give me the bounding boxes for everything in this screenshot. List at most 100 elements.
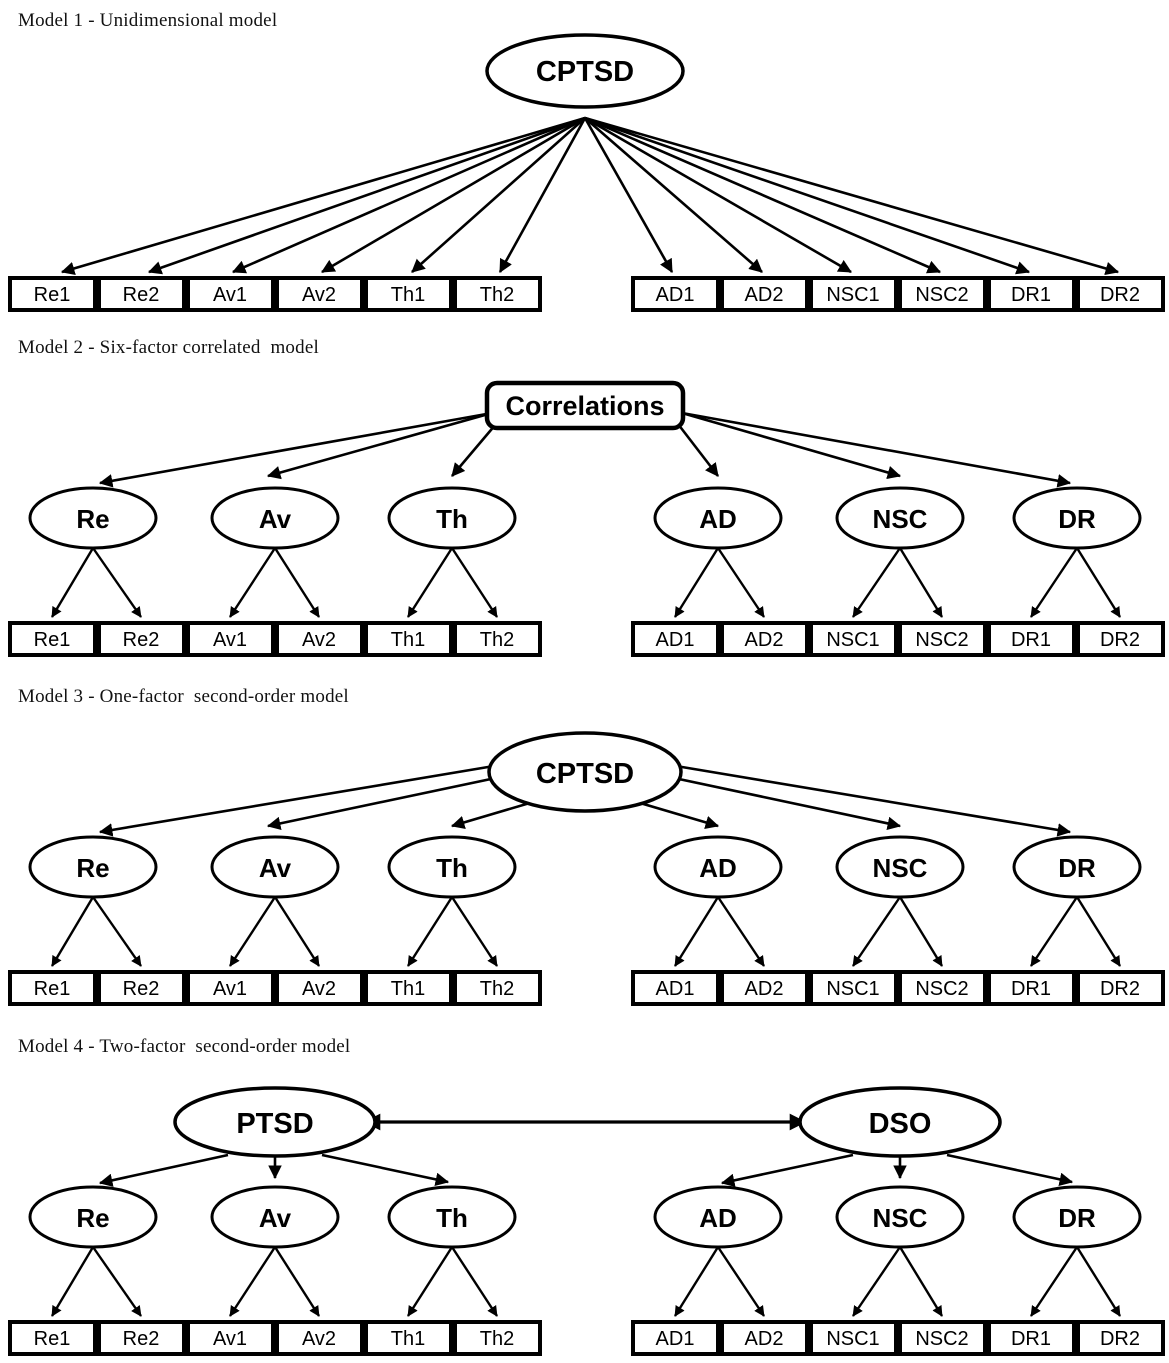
indicator-box[interactable]: AD1	[631, 1320, 720, 1356]
factor-node[interactable]: Re	[28, 1185, 158, 1249]
model-1-title: Model 1 - Unidimensional model	[18, 10, 278, 31]
indicator-box[interactable]: Th1	[364, 1320, 453, 1356]
indicator-label: Th1	[391, 978, 425, 1000]
indicator-box[interactable]: DR2	[1076, 1320, 1165, 1356]
indicator-box[interactable]: AD1	[631, 621, 720, 657]
indicator-box[interactable]: DR1	[987, 276, 1076, 312]
indicator-box[interactable]: Th2	[453, 1320, 542, 1356]
indicator-label: AD2	[745, 629, 784, 651]
factor-node[interactable]: Av	[210, 835, 340, 899]
model-4-node-dso[interactable]: DSO	[798, 1086, 1002, 1158]
indicator-box[interactable]: Re2	[97, 1320, 186, 1356]
indicator-box[interactable]: Re2	[97, 970, 186, 1006]
indicator-box[interactable]: Re2	[97, 621, 186, 657]
factor-node[interactable]: AD	[653, 835, 783, 899]
indicator-label: Th2	[480, 978, 514, 1000]
factor-node[interactable]: DR	[1012, 486, 1142, 550]
indicator-box[interactable]: NSC2	[898, 621, 987, 657]
factor-label: Re	[76, 1203, 109, 1233]
model-3-node-cptsd[interactable]: CPTSD	[487, 731, 683, 813]
model-4-title: Model 4 - Two-factor second-order model	[18, 1036, 351, 1057]
indicator-box[interactable]: Av1	[186, 1320, 275, 1356]
indicator-box[interactable]: Th2	[453, 276, 542, 312]
indicator-label: DR2	[1100, 284, 1140, 306]
indicator-box[interactable]: Av1	[186, 276, 275, 312]
indicator-label: NSC2	[915, 1328, 968, 1350]
model-4-top-label-ptsd: PTSD	[236, 1108, 313, 1140]
factor-node[interactable]: Th	[387, 1185, 517, 1249]
indicator-label: DR1	[1011, 1328, 1051, 1350]
indicator-box[interactable]: Th1	[364, 276, 453, 312]
model-2-node-correlations[interactable]: Correlations	[484, 380, 686, 431]
indicator-box[interactable]: Av2	[275, 970, 364, 1006]
factor-node[interactable]: DR	[1012, 835, 1142, 899]
indicator-label: AD1	[656, 978, 695, 1000]
indicator-box[interactable]: Av2	[275, 1320, 364, 1356]
factor-node[interactable]: NSC	[835, 835, 965, 899]
factor-label: Re	[76, 504, 109, 534]
indicator-label: Re2	[123, 284, 160, 306]
model-3-indicators: Re1 Re2 Av1 Av2 Th1 Th2 AD1 AD2	[8, 970, 1165, 1006]
indicator-box[interactable]: AD1	[631, 970, 720, 1006]
indicator-box[interactable]: Re1	[8, 621, 97, 657]
indicator-label: NSC2	[915, 629, 968, 651]
indicator-box[interactable]: NSC2	[898, 970, 987, 1006]
indicator-box[interactable]: DR2	[1076, 276, 1165, 312]
indicator-box[interactable]: Av2	[275, 621, 364, 657]
model-1-top-label: CPTSD	[536, 56, 634, 88]
factor-node[interactable]: Re	[28, 486, 158, 550]
factor-label: AD	[699, 1203, 737, 1233]
model-3-edges-loadings	[50, 896, 1122, 967]
indicator-box[interactable]: Th1	[364, 621, 453, 657]
factor-node[interactable]: Re	[28, 835, 158, 899]
indicator-box[interactable]: AD2	[720, 970, 809, 1006]
indicator-label: Re1	[34, 284, 71, 306]
factor-label: Th	[436, 504, 468, 534]
indicator-box[interactable]: AD2	[720, 276, 809, 312]
indicator-box[interactable]: AD1	[631, 276, 720, 312]
indicator-box[interactable]: Av1	[186, 621, 275, 657]
factor-label: Re	[76, 853, 109, 883]
indicator-box[interactable]: Th1	[364, 970, 453, 1006]
indicator-box[interactable]: NSC2	[898, 1320, 987, 1356]
indicator-box[interactable]: NSC1	[809, 1320, 898, 1356]
indicator-box[interactable]: Re2	[97, 276, 186, 312]
indicator-label: DR2	[1100, 629, 1140, 651]
indicator-box[interactable]: Av1	[186, 970, 275, 1006]
factor-node[interactable]: AD	[653, 486, 783, 550]
indicator-box[interactable]: Th2	[453, 621, 542, 657]
factor-node[interactable]: Av	[210, 1185, 340, 1249]
indicator-label: Re1	[34, 629, 71, 651]
factor-node[interactable]: Av	[210, 486, 340, 550]
indicator-box[interactable]: AD2	[720, 621, 809, 657]
indicator-box[interactable]: AD2	[720, 1320, 809, 1356]
indicator-box[interactable]: Re1	[8, 970, 97, 1006]
indicator-label: NSC1	[826, 1328, 879, 1350]
indicator-box[interactable]: Th2	[453, 970, 542, 1006]
model-1-node-cptsd[interactable]: CPTSD	[485, 33, 685, 109]
indicator-box[interactable]: Av2	[275, 276, 364, 312]
factor-node[interactable]: DR	[1012, 1185, 1142, 1249]
indicator-box[interactable]: NSC1	[809, 970, 898, 1006]
factor-node[interactable]: AD	[653, 1185, 783, 1249]
factor-node[interactable]: Th	[387, 835, 517, 899]
indicator-box[interactable]: Re1	[8, 276, 97, 312]
indicator-box[interactable]: NSC1	[809, 276, 898, 312]
factor-node[interactable]: NSC	[835, 1185, 965, 1249]
indicator-box[interactable]: DR1	[987, 1320, 1076, 1356]
indicator-box[interactable]: DR2	[1076, 621, 1165, 657]
model-4-node-ptsd[interactable]: PTSD	[173, 1086, 377, 1158]
indicator-box[interactable]: NSC1	[809, 621, 898, 657]
indicator-box[interactable]: DR2	[1076, 970, 1165, 1006]
indicator-label: Th2	[480, 629, 514, 651]
indicator-box[interactable]: NSC2	[898, 276, 987, 312]
model-4-edges-top	[98, 1153, 1074, 1188]
factor-node[interactable]: NSC	[835, 486, 965, 550]
indicator-box[interactable]: Re1	[8, 1320, 97, 1356]
factor-node[interactable]: Th	[387, 486, 517, 550]
indicator-label: AD2	[745, 284, 784, 306]
indicator-label: AD1	[656, 284, 695, 306]
model-2-edges-loadings	[50, 547, 1122, 618]
indicator-box[interactable]: DR1	[987, 621, 1076, 657]
indicator-box[interactable]: DR1	[987, 970, 1076, 1006]
